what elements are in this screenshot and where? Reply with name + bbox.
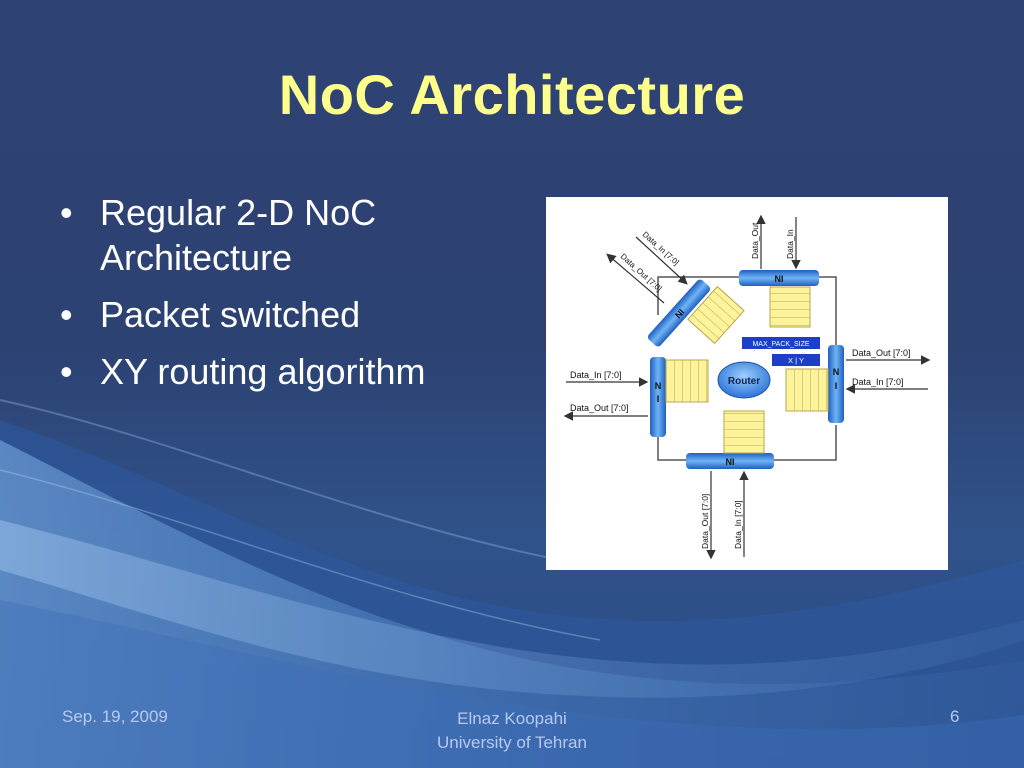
diag-data-out-arrow <box>606 253 665 304</box>
ni-bottom-label: NI <box>726 457 735 467</box>
ni-left-label-n: N <box>655 381 662 391</box>
bullet-text: XY routing algorithm <box>100 351 426 392</box>
bottom-data-in-label: Data_In [7:0] <box>733 500 743 549</box>
bullet-item: • Regular 2-D NoC Architecture <box>58 190 498 280</box>
ni-right-label-i: I <box>835 381 838 391</box>
top-data-in-label: Data_In <box>785 229 795 259</box>
footer-institution: University of Tehran <box>437 733 587 752</box>
buffer-left <box>665 359 709 403</box>
slide-title: NoC Architecture <box>278 63 746 126</box>
ni-top <box>739 270 819 286</box>
bullet-dot: • <box>60 351 73 392</box>
buffer-diagonal <box>687 285 745 345</box>
ni-left <box>650 357 666 437</box>
ni-diagonal: NI <box>647 279 711 347</box>
bullet-item: • Packet switched <box>58 292 498 337</box>
buffer-right <box>785 368 829 412</box>
max-pack-size-box <box>742 337 820 349</box>
buffer-bottom <box>723 410 765 454</box>
router-label: Router <box>728 376 760 387</box>
footer-author-block: Elnaz Koopahi University of Tehran <box>362 707 662 755</box>
right-data-in-label: Data_In [7:0] <box>852 377 904 387</box>
left-data-in-label: Data_In [7:0] <box>570 370 622 380</box>
top-data-out-label: Data_Out <box>750 222 760 259</box>
bullet-dot: • <box>60 192 73 233</box>
diag-data-in-arrow <box>635 236 688 285</box>
left-data-out-label: Data_Out [7:0] <box>570 403 629 413</box>
max-pack-size-label: MAX_PACK_SIZE <box>752 341 809 348</box>
router-boundary <box>657 276 837 461</box>
xy-label: X | Y <box>788 356 804 365</box>
ni-top-label: NI <box>775 274 784 284</box>
bullet-text: Regular 2-D NoC Architecture <box>100 192 377 278</box>
ni-bottom <box>686 453 774 469</box>
bullet-list: • Regular 2-D NoC Architecture • Packet sw… <box>58 190 498 406</box>
bottom-data-out-label: Data_Out [7:0] <box>700 494 710 549</box>
footer-page-number: 6 <box>950 707 960 726</box>
ni-left-label-i: I <box>657 394 660 404</box>
footer-author: Elnaz Koopahi <box>457 709 567 728</box>
diag-data-in-label: Data_In [7:0] <box>641 230 681 267</box>
bullet-dot: • <box>60 294 73 335</box>
router-node <box>717 361 771 399</box>
bullet-text: Packet switched <box>100 294 361 335</box>
right-data-out-label: Data_Out [7:0] <box>852 348 911 358</box>
bullet-item: • XY routing algorithm <box>58 349 498 394</box>
ni-right-label-n: N <box>833 367 840 377</box>
noc-router-diagram: NI NI N I N I NI <box>546 197 948 570</box>
buffer-top <box>769 286 811 328</box>
ni-right <box>828 345 844 423</box>
diag-data-out-label: Data_Out [7:0] <box>619 252 664 294</box>
xy-box <box>772 354 820 366</box>
footer-date: Sep. 19, 2009 <box>62 707 168 726</box>
